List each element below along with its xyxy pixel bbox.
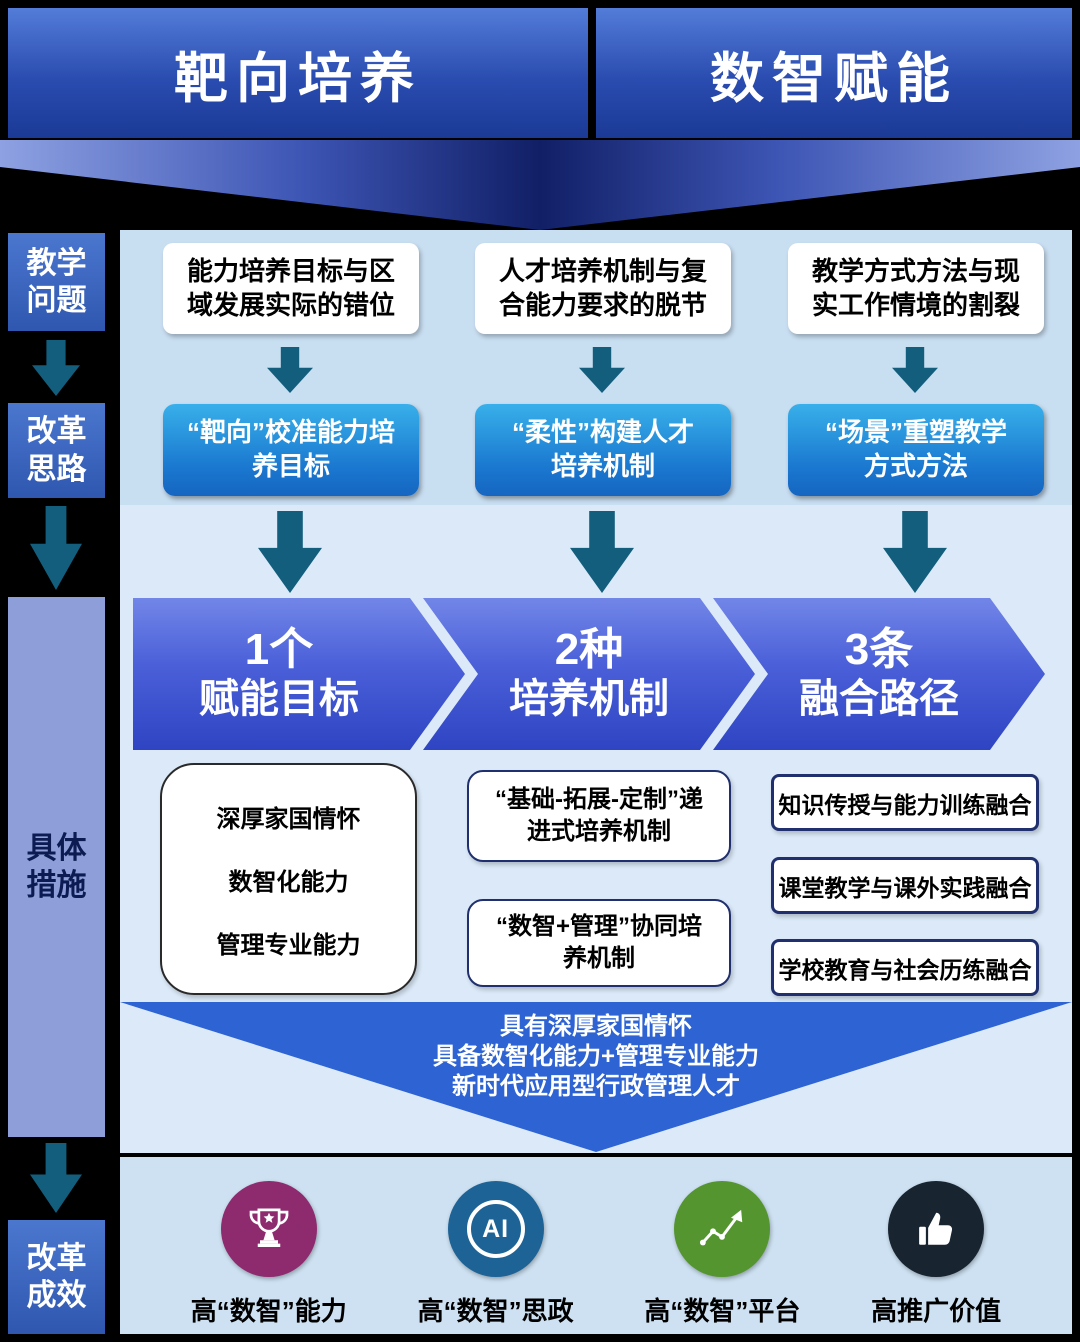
header-arrow-down-icon — [0, 140, 1080, 230]
header-left-title: 靶向培养 — [174, 48, 422, 109]
goal-items-box: 深厚家国情怀 数智化能力 管理专业能力 — [160, 763, 417, 995]
banner-mechanism: 2种 培养机制 — [423, 598, 755, 750]
banner-path-line2: 融合路径 — [799, 677, 959, 722]
idea-box-3: “场景”重塑教学 方式方法 — [788, 404, 1044, 496]
problem-box-1: 能力培养目标与区 域发展实际的错位 — [163, 243, 419, 334]
result-circle-platform — [674, 1181, 771, 1277]
banner-mechanism-line1: 2种 — [554, 624, 624, 674]
idea-box-1: “靶向”校准能力培 养目标 — [163, 404, 419, 496]
sidebar-ideas-label: 改革 思路 — [26, 415, 87, 486]
path-text-2: 课堂教学与课外实践融合 — [778, 874, 1032, 901]
header-left-banner: 靶向培养 — [8, 8, 588, 138]
result-label-ideology: 高“数智”思政 — [417, 1296, 574, 1326]
banner-path-line1: 3条 — [844, 624, 914, 674]
sidebar-results-label: 改革 成效 — [26, 1241, 87, 1313]
problem-box-2: 人才培养机制与复 合能力要求的脱节 — [475, 243, 731, 334]
thumbs-up-icon — [919, 1212, 953, 1245]
mechanism-text-2: “数智+管理”协同培 养机制 — [495, 912, 702, 972]
idea-text-3: “场景”重塑教学 方式方法 — [824, 417, 1007, 481]
goal-item-2: 数智化能力 — [228, 868, 349, 896]
trend-chart-icon — [700, 1209, 743, 1246]
goal-item-1: 深厚家国情怀 — [216, 805, 361, 833]
result-circle-ideology: AI — [447, 1181, 544, 1277]
sidebar-item-problems: 教学 问题 — [8, 233, 105, 331]
sidebar-item-ideas: 改革 思路 — [8, 403, 105, 498]
problem-text-1: 能力培养目标与区 域发展实际的错位 — [186, 255, 395, 320]
sidebar-problems-label: 教学 问题 — [26, 246, 87, 318]
banner-goal: 1个 赋能目标 — [133, 598, 465, 750]
result-label-platform: 高“数智”平台 — [644, 1296, 801, 1326]
banner-goal-line2: 赋能目标 — [199, 677, 359, 722]
trophy-icon — [249, 1208, 289, 1247]
ai-icon-text: AI — [482, 1214, 510, 1243]
path-box-1: 知识传授与能力训练融合 — [771, 774, 1039, 831]
banner-goal-line1: 1个 — [244, 624, 314, 674]
result-item-promotion: 高推广价值 — [871, 1157, 1001, 1328]
result-item-ability: 高“数智”能力 — [191, 1157, 347, 1328]
result-item-ideology: AI 高“数智”思政 — [418, 1157, 574, 1328]
result-circle-promotion — [888, 1181, 985, 1277]
idea-box-2: “柔性”构建人才 培养机制 — [475, 404, 731, 496]
problem-text-3: 教学方式方法与现 实工作情境的割裂 — [811, 255, 1020, 320]
sidebar-down-arrow-icon — [30, 1143, 82, 1213]
goal-item-3: 管理专业能力 — [216, 931, 361, 959]
mechanism-box-1: “基础-拓展-定制”递 进式培养机制 — [467, 770, 731, 862]
banner-mechanism-line2: 培养机制 — [509, 677, 669, 722]
idea-text-2: “柔性”构建人才 培养机制 — [511, 417, 694, 481]
path-text-1: 知识传授与能力训练融合 — [778, 791, 1032, 818]
sidebar-down-arrow-icon — [32, 340, 80, 396]
problem-text-2: 人才培养机制与复 合能力要求的脱节 — [498, 255, 707, 320]
path-box-2: 课堂教学与课外实践融合 — [771, 857, 1039, 914]
talent-summary-text: 具有深厚家国情怀 具备数智化能力+管理专业能力 新时代应用型行政管理人才 — [432, 1013, 759, 1100]
mechanism-box-2: “数智+管理”协同培 养机制 — [467, 899, 731, 987]
result-circle-ability — [220, 1181, 317, 1277]
sidebar-down-arrow-icon — [30, 506, 82, 590]
mechanism-text-1: “基础-拓展-定制”递 进式培养机制 — [495, 785, 703, 845]
sidebar-item-measures: 具体 措施 — [8, 597, 105, 1137]
result-label-ability: 高“数智”能力 — [190, 1296, 347, 1326]
result-label-promotion: 高推广价值 — [871, 1296, 1002, 1326]
result-item-platform: 高“数智”平台 — [644, 1157, 800, 1328]
sidebar-item-results: 改革 成效 — [8, 1220, 105, 1334]
header-right-title: 数智赋能 — [710, 48, 958, 109]
banner-path: 3条 融合路径 — [713, 598, 1045, 750]
results-panel: 高“数智”能力 AI 高“数智”思政 高“数智”平台 — [120, 1157, 1072, 1334]
problem-box-3: 教学方式方法与现 实工作情境的割裂 — [788, 243, 1044, 334]
path-box-3: 学校教育与社会历练融合 — [771, 939, 1039, 996]
header-right-banner: 数智赋能 — [596, 8, 1072, 138]
idea-text-1: “靶向”校准能力培 养目标 — [186, 417, 395, 481]
ai-icon: AI — [466, 1200, 525, 1258]
sidebar-measures-label: 具体 措施 — [26, 831, 87, 903]
path-text-3: 学校教育与社会历练融合 — [778, 956, 1032, 983]
